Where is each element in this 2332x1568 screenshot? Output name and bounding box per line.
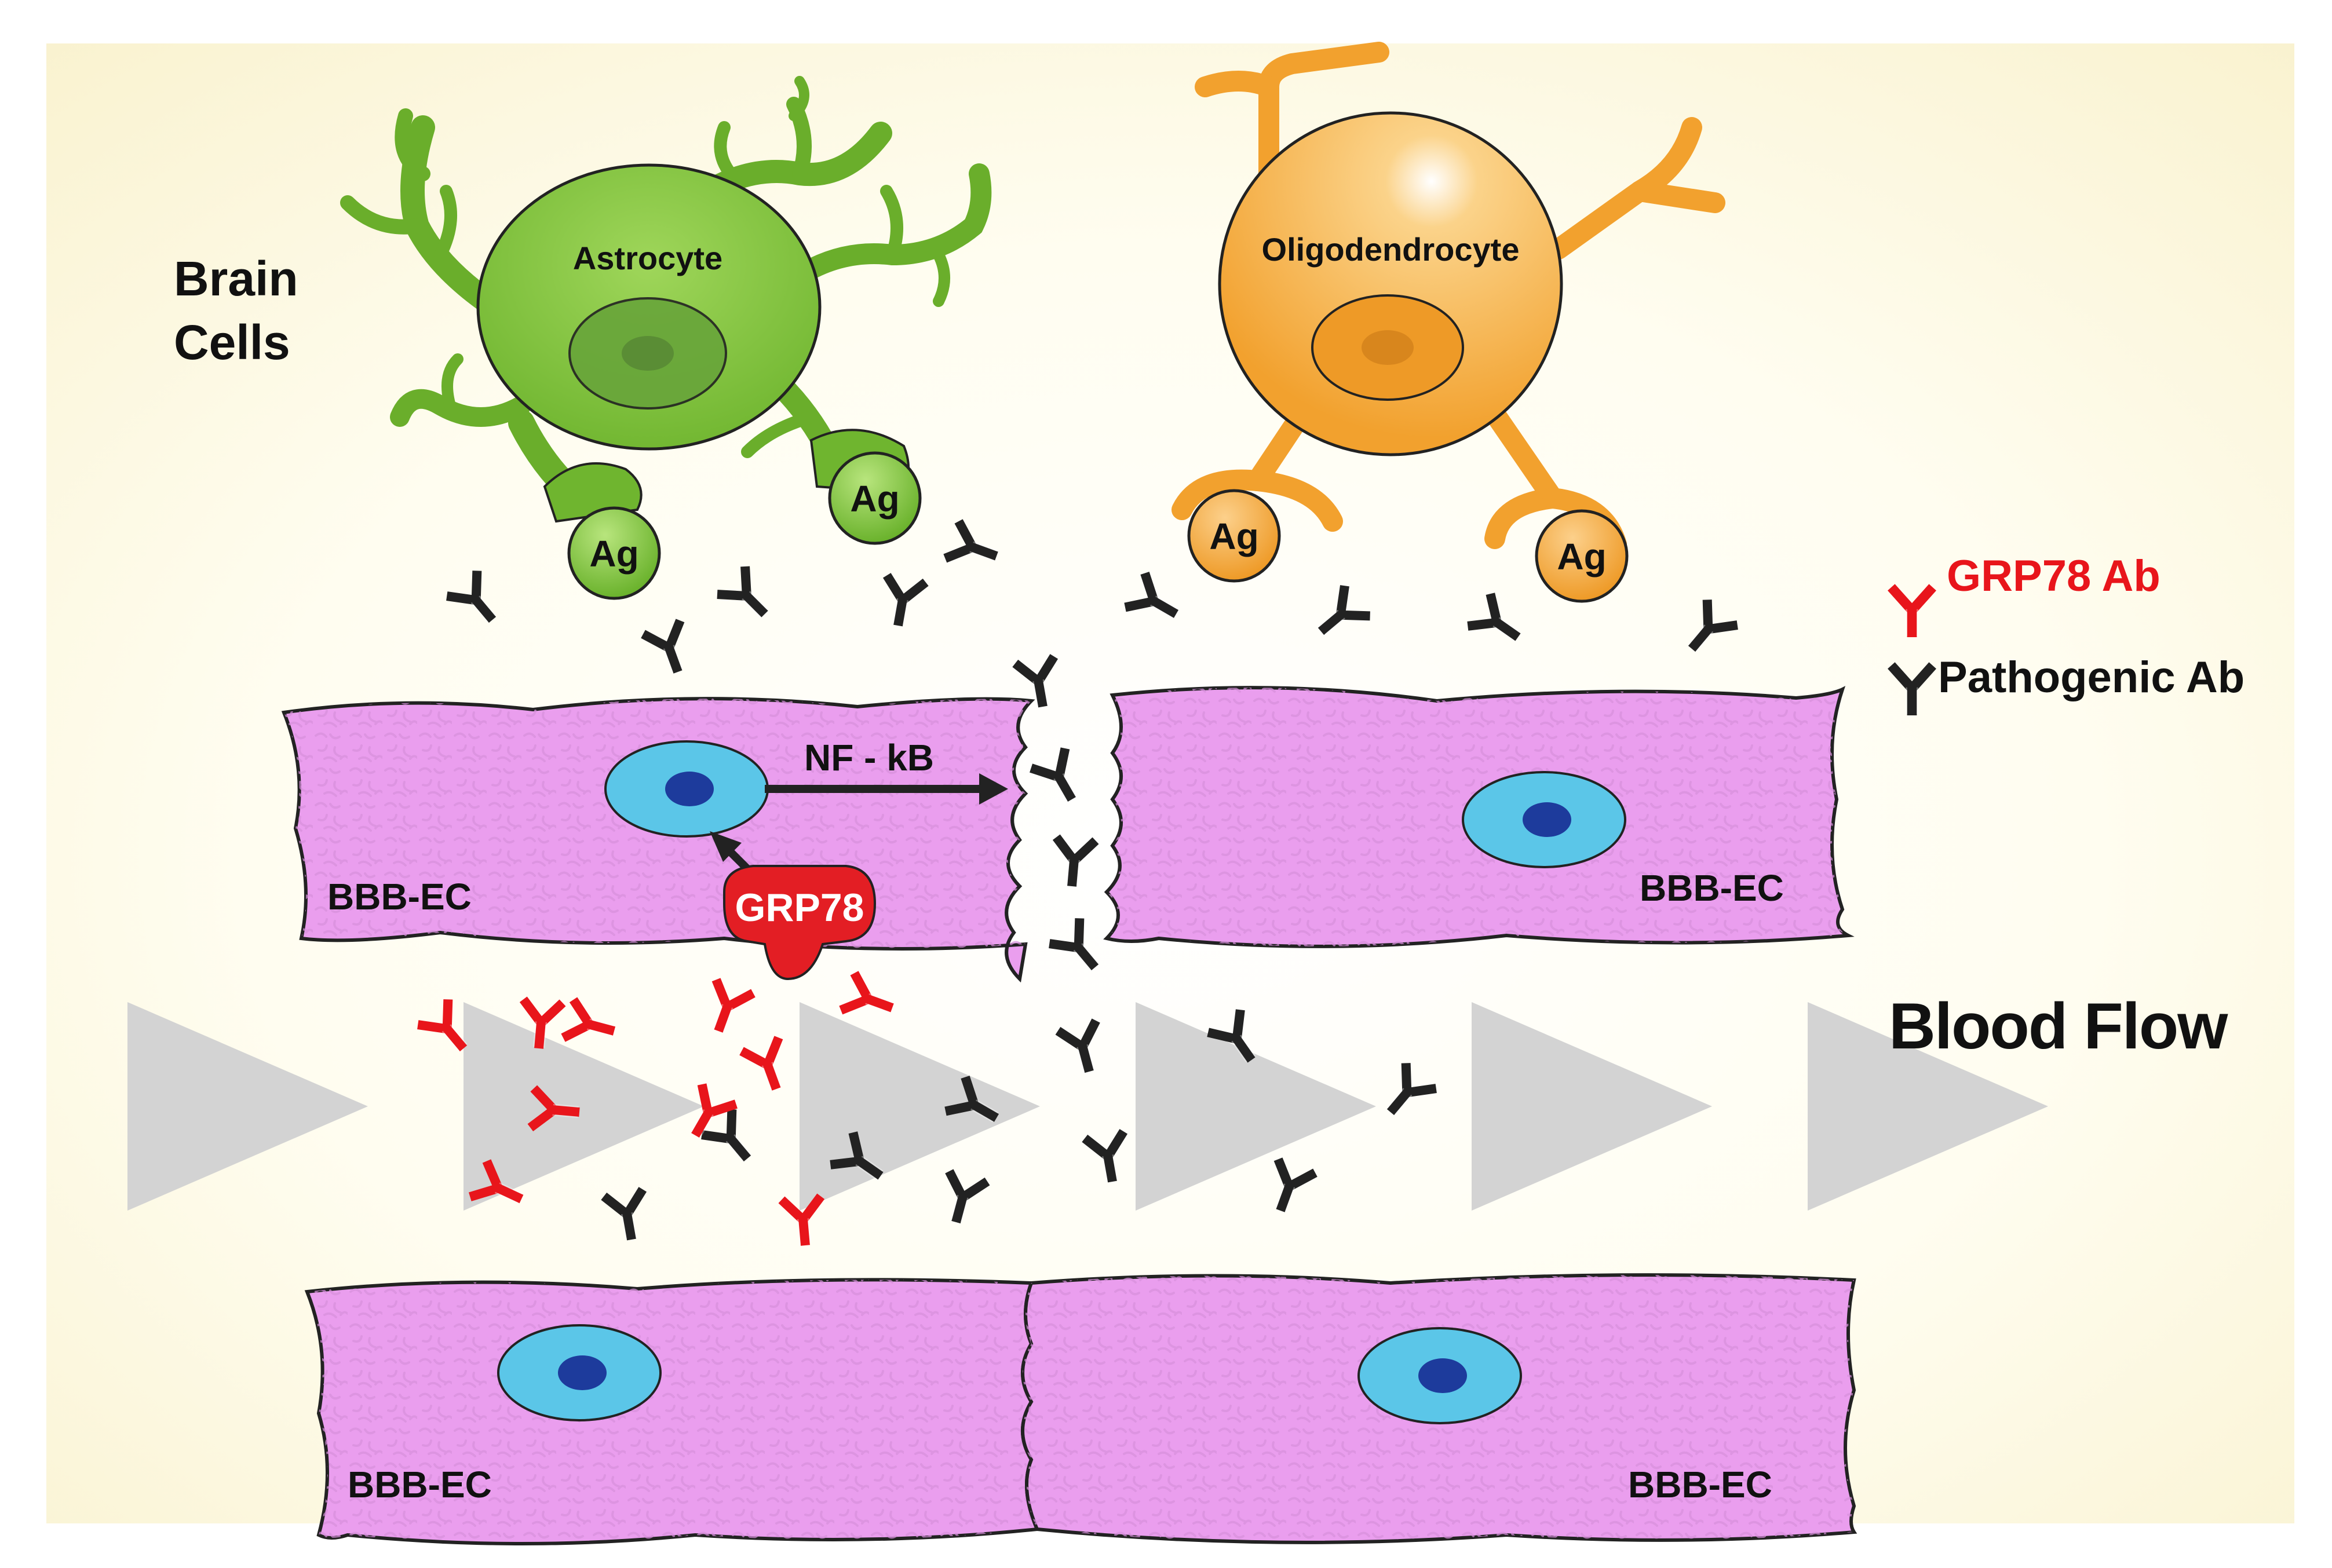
grp78-label: GRP78 (735, 886, 864, 930)
antigen-oligo-left: Ag (1187, 489, 1281, 583)
brain-cells-label-line1: Brain (174, 251, 298, 306)
ec-nucleus-bottom-left (497, 1324, 662, 1421)
svg-text:Ag: Ag (1557, 536, 1606, 578)
legend-grp78-ab: GRP78 Ab (1891, 551, 2161, 637)
antigen-oligo-right: Ag (1535, 509, 1629, 603)
blood-flow-label: Blood Flow (1889, 990, 2228, 1062)
nfkb-arrow (765, 773, 1008, 805)
svg-text:Ag: Ag (1209, 516, 1258, 557)
grp78-receptor: GRP78 (723, 865, 877, 981)
endothelial-cell-bottom-left (304, 1278, 1040, 1545)
oligodendrocyte-label: Oligodendrocyte (1262, 231, 1520, 268)
oligodendrocyte-processes (1172, 42, 1725, 555)
ec-nucleus-bottom-right (1357, 1327, 1522, 1424)
bbb-ec-label-bottom-left: BBB-EC (348, 1464, 492, 1505)
legend: GRP78 Ab Pathogenic Ab (1891, 551, 2245, 715)
flow-arrow-icon (1808, 1002, 2048, 1211)
arrow-icon (710, 831, 742, 862)
nfkb-label: NF - kB (804, 737, 934, 778)
arrow-icon (979, 773, 1008, 805)
oligodendrocyte-body (1218, 111, 1563, 456)
brain-cells-label-line2: Cells (174, 315, 290, 370)
ec-nucleus-top-right (1462, 771, 1626, 868)
astrocyte-nucleolus (622, 336, 674, 371)
ec-nucleus-top-left (604, 740, 769, 838)
bbb-ec-label-top-left: BBB-EC (327, 876, 472, 918)
bbb-ec-label-bottom-right: BBB-EC (1628, 1464, 1772, 1505)
bbb-ec-label-top-right: BBB-EC (1640, 867, 1784, 909)
flow-arrow-icon (464, 1002, 704, 1211)
astrocyte-label: Astrocyte (573, 240, 722, 276)
flow-arrow-icon (1136, 1002, 1376, 1211)
svg-text:Ag: Ag (589, 533, 638, 575)
legend-grp78-ab-label: GRP78 Ab (1947, 551, 2161, 601)
antigen-astro-left: Ag (567, 506, 661, 600)
oligodendrocyte-nucleolus (1362, 330, 1414, 365)
flow-arrow-icon (1472, 1002, 1712, 1211)
legend-pathogenic-ab: Pathogenic Ab (1891, 653, 2245, 715)
flow-arrow-icon (127, 1002, 368, 1211)
antigen-astro-right: Ag (828, 451, 922, 545)
legend-pathogenic-ab-label: Pathogenic Ab (1938, 653, 2245, 702)
svg-text:Ag: Ag (850, 478, 899, 520)
